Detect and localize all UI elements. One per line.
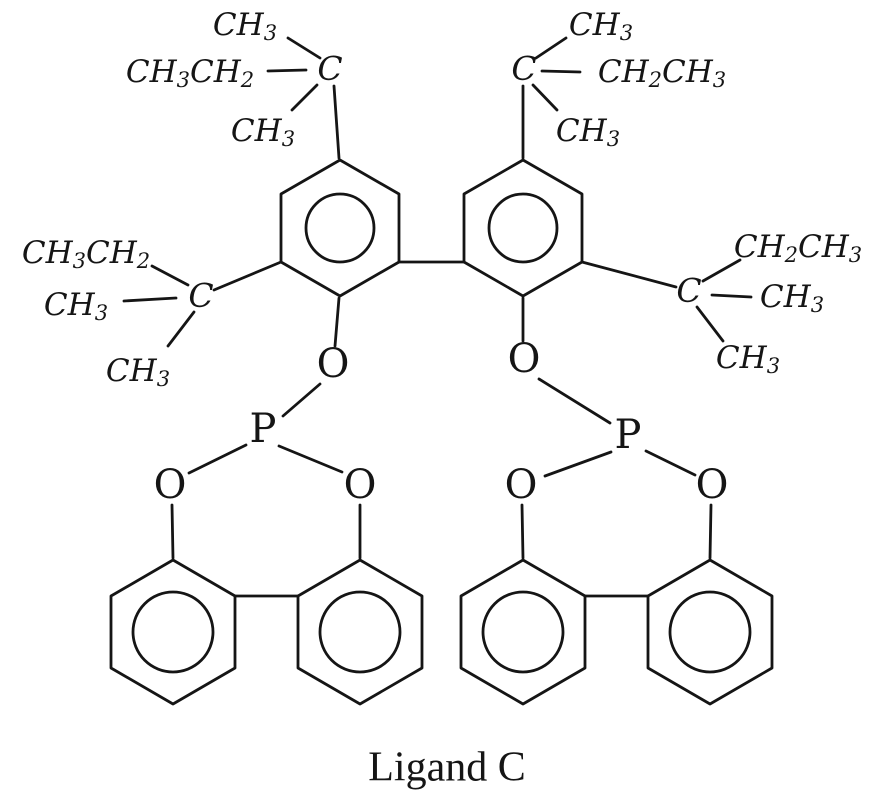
methyl-label: CH3 xyxy=(213,7,277,45)
oxygen-label: O xyxy=(317,341,350,387)
bond-line xyxy=(266,68,308,73)
biphenyl-core xyxy=(279,158,584,298)
bond-line xyxy=(212,260,283,292)
quaternary-carbon-label: C xyxy=(317,49,342,88)
phosphorus-label: P xyxy=(250,406,277,452)
bond-line xyxy=(644,449,697,477)
methyl-label: CH3 xyxy=(760,279,824,317)
bond-line xyxy=(531,83,559,112)
left-phosphite-group: O P O O xyxy=(109,296,424,706)
bond-line xyxy=(170,503,175,560)
methyl-label: CH3 xyxy=(231,113,295,151)
bond-line xyxy=(710,293,753,299)
bond-line xyxy=(580,260,678,289)
oxygen-label: O xyxy=(696,462,729,508)
bond-line xyxy=(543,450,613,478)
ethyl-methyl-label: CH3CH2 xyxy=(126,54,254,92)
biphenolate-ring xyxy=(646,558,774,706)
ethyl-methyl-label: CH2CH3 xyxy=(598,54,726,92)
methyl-label: CH3 xyxy=(569,7,633,45)
oxygen-label: O xyxy=(505,462,538,508)
bond-line xyxy=(695,305,725,343)
quaternary-carbon-label: C xyxy=(188,276,213,315)
left-tert-amyl-group: CH3CH2 CH3 C CH3 xyxy=(22,235,283,391)
aromatic-circle xyxy=(668,590,752,674)
bond-line xyxy=(520,503,525,560)
left-aryl-ring xyxy=(279,158,401,298)
bond-line xyxy=(290,83,319,112)
ethyl-methyl-label: CH2CH3 xyxy=(734,229,862,267)
methyl-label: CH3 xyxy=(556,113,620,151)
bond-line xyxy=(281,382,322,418)
bond-line xyxy=(150,264,190,287)
ethyl-methyl-label: CH3CH2 xyxy=(22,235,150,273)
methyl-label: CH3 xyxy=(44,287,108,325)
oxygen-label: O xyxy=(344,462,377,508)
figure-caption: Ligand C xyxy=(368,745,525,791)
right-aryl-ring xyxy=(462,158,584,298)
bond-line xyxy=(708,503,713,560)
biphenolate-ring xyxy=(109,558,237,706)
aromatic-circle xyxy=(481,590,565,674)
biphenolate-ring xyxy=(459,558,587,706)
methyl-label: CH3 xyxy=(716,340,780,378)
bond-line xyxy=(332,84,341,160)
bond-line xyxy=(534,36,568,60)
bond-line xyxy=(187,443,248,475)
aromatic-circle xyxy=(131,590,215,674)
top-right-tert-amyl-group: CH3 C CH2CH3 CH3 xyxy=(511,7,726,160)
right-aryl-aromatic-circle xyxy=(487,192,559,264)
oxygen-label: O xyxy=(154,462,187,508)
right-tert-amyl-group: CH2CH3 C CH3 CH3 xyxy=(580,229,862,378)
bond-line xyxy=(277,444,344,474)
phosphorus-label: P xyxy=(615,412,642,458)
left-aryl-aromatic-circle xyxy=(304,192,376,264)
methyl-label: CH3 xyxy=(106,353,170,391)
bond-line xyxy=(537,377,612,425)
oxygen-label: O xyxy=(508,336,541,382)
biphenolate-ring xyxy=(296,558,424,706)
bond-line xyxy=(122,296,178,303)
top-left-tert-amyl-group: CH3 CH3CH2 C CH3 xyxy=(126,7,343,160)
bond-line xyxy=(166,310,196,348)
bond-line xyxy=(701,258,742,283)
right-phosphite-group: O P O O xyxy=(459,296,774,706)
bond-line xyxy=(540,69,582,74)
bond-line xyxy=(286,36,322,60)
quaternary-carbon-label: C xyxy=(511,49,536,88)
bond-line xyxy=(333,296,341,348)
quaternary-carbon-label: C xyxy=(676,271,701,310)
aromatic-circle xyxy=(318,590,402,674)
